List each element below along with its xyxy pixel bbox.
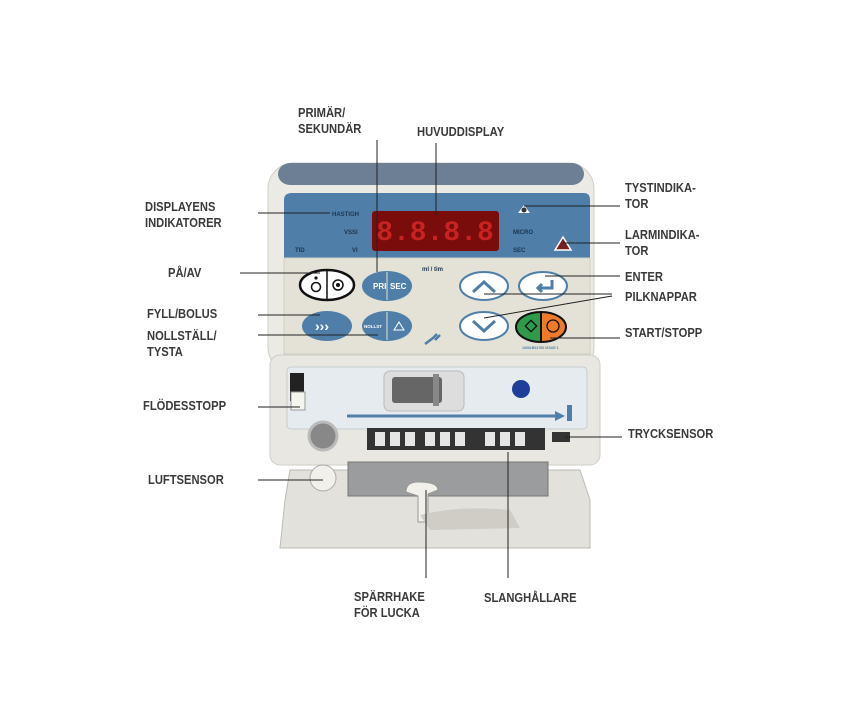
label-alarm-indicator: LARMINDIKA-TOR [625, 227, 700, 258]
indicator-sec: SEC [513, 248, 526, 254]
label-on-off: PÅ/AV [168, 265, 202, 280]
display-digits: 8.8.8.8 [376, 218, 494, 249]
part-number: 1000LB01700 ISSUE 1 [522, 346, 559, 350]
svg-text:›››: ››› [315, 318, 329, 334]
pressure-sensor [552, 432, 570, 442]
silence-indicator-icon [518, 205, 530, 213]
peristaltic-fingers [367, 428, 545, 450]
leader-lines [240, 140, 622, 578]
svg-text:SEC: SEC [390, 282, 407, 291]
label-silence-indicator: TYSTINDIKA-TOR [625, 180, 696, 211]
label-prime-bolus: FYLL/BOLUS [147, 306, 218, 321]
indicator-time: TID [295, 248, 305, 254]
start-stop-button[interactable] [515, 310, 567, 344]
label-start-stop: START/STOPP [625, 325, 703, 340]
indicator-micro: MICRO [513, 230, 533, 236]
label-enter: ENTER [625, 269, 663, 284]
manual-icon [512, 380, 530, 398]
up-arrow-button[interactable] [459, 271, 509, 301]
label-pressure-sensor: TRYCKSENSOR [628, 426, 714, 441]
enter-button[interactable] [518, 271, 568, 301]
air-sensor [309, 464, 337, 492]
prime-bolus-button[interactable]: ››› [302, 311, 352, 341]
down-arrow-button[interactable] [459, 311, 509, 341]
indicator-rate: HASTIGH [332, 212, 359, 218]
indicator-vi: VI [352, 248, 358, 254]
main-display [372, 211, 499, 251]
label-tube-holder: SLANGHÅLLARE [484, 590, 577, 605]
label-air-sensor: LUFTSENSOR [148, 472, 224, 487]
label-main-display: HUVUDDISPLAY [417, 124, 505, 139]
on-off-button[interactable] [298, 268, 356, 302]
pri-sec-button[interactable]: PRI SEC [362, 271, 412, 301]
reset-silence-button[interactable]: NOLLST [362, 311, 412, 341]
label-primary-secondary: PRIMÄR/SEKUNDÄR [298, 105, 362, 136]
svg-text:NOLLST: NOLLST [364, 324, 382, 329]
label-arrow-keys: PILKNAPPAR [625, 289, 697, 304]
indicator-vtbi: VSSI [344, 230, 358, 236]
patient-icon [567, 405, 572, 421]
label-reset-silence: NOLLSTÄLL/TYSTA [147, 328, 217, 359]
door-latch [405, 481, 439, 523]
label-flow-stop: FLÖDESSTOPP [143, 398, 227, 413]
power-plug-icon [424, 333, 441, 345]
unit-label: ml / tim [422, 267, 443, 273]
svg-text:PRI: PRI [373, 282, 386, 291]
